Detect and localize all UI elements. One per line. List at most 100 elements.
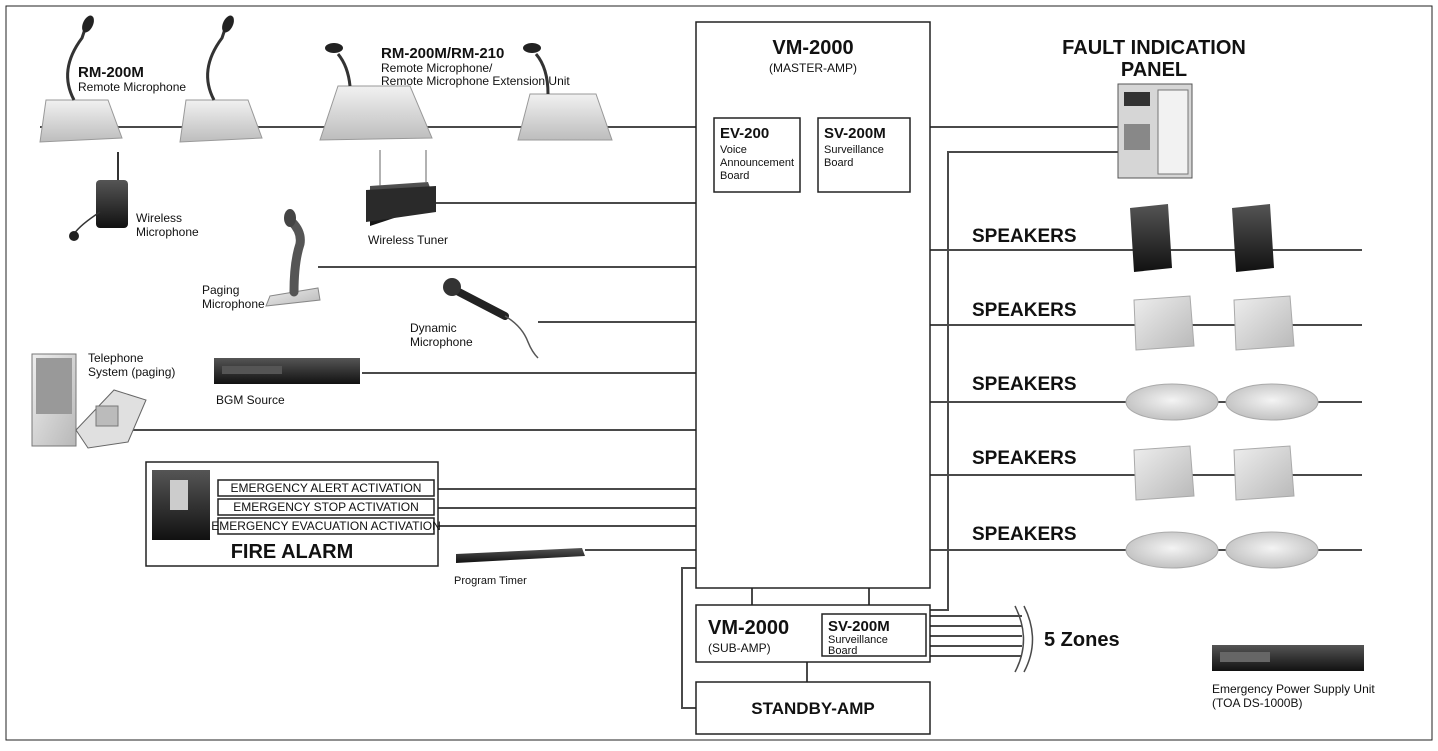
fire-alarm-icon [152,470,210,540]
speakers-label-4: SPEAKERS [972,448,1077,469]
fault-panel-title-1: FAULT INDICATION [1062,37,1246,59]
ceiling-speaker-icon [1125,383,1219,421]
wireless-mic-label-1: Wireless [136,211,182,225]
program-timer-label: Program Timer [454,575,527,587]
sub-amp-subtitle: (SUB-AMP) [708,641,771,655]
sub-amp-title: VM-2000 [708,617,789,639]
standby-amp-label: STANDBY-AMP [751,699,874,718]
fire-alarm-title: FIRE ALARM [231,541,354,563]
zones-label: 5 Zones [1044,629,1120,651]
master-sv200m-model: SV-200M [824,125,886,142]
master-amp-subtitle: (MASTER-AMP) [769,61,857,75]
rm200m-desc-label: Remote Microphone [78,80,186,94]
telephone-system-icon [31,353,147,449]
dynamic-mic-label-2: Microphone [410,335,473,349]
ev200-board-box [713,117,801,193]
paging-mic-label-1: Paging [202,283,239,297]
ceiling-speaker-icon [1225,383,1319,421]
speakers-label-2: SPEAKERS [972,300,1077,321]
ev200-label-1: Voice [720,144,747,156]
master-sv200m-box [817,117,911,193]
alert-activation-label: EMERGENCY ALERT ACTIVATION [231,481,422,495]
sub-sv200m-label-1: Surveillance [828,634,888,646]
mic-head-2 [222,15,234,33]
master-sv200m-label-1: Surveillance [824,144,884,156]
black-speaker-icon [1232,204,1274,272]
telephone-label-1: Telephone [88,351,144,365]
evacuation-activation-box [217,517,435,535]
master-amp-box [695,21,931,589]
standby-loop-line [681,567,696,709]
rm200m-unit-1 [39,15,123,143]
ceiling-speaker-icon [1125,531,1219,569]
gooseneck-1 [66,25,88,101]
rm210-unit-1 [319,43,433,141]
wireless-transmitter [96,180,128,228]
tuner-front [366,186,436,222]
rm210-desc-label-2: Remote Microphone Extension Unit [381,74,570,88]
standby-amp-box [695,681,931,735]
rm210-model-label: RM-200M/RM-210 [381,45,504,62]
paging-stem [287,217,305,297]
dynamic-mic-head [443,278,461,296]
ev200-label-2: Announcement [720,157,794,169]
rm210-desk-1 [319,85,433,141]
rm210-unit-2 [517,43,613,141]
evacuation-activation-label: EMERGENCY EVACUATION ACTIVATION [211,519,441,533]
sub-sv200m-model: SV-200M [828,618,890,635]
wall-speaker-icon [1233,295,1295,351]
stop-activation-label: EMERGENCY STOP ACTIVATION [233,500,419,514]
surveillance-loop-line [930,151,1118,611]
ev200-model: EV-200 [720,125,769,142]
lavalier-clip [69,231,79,241]
stop-activation-box [217,498,435,516]
eps-label-1: Emergency Power Supply Unit [1212,682,1375,696]
bgm-label: BGM Source [216,393,285,407]
mic-head-4 [523,43,541,53]
gooseneck-3 [336,53,352,87]
master-sv200m-label-2: Board [824,157,853,169]
alert-activation-box [217,479,435,497]
master-amp-title: VM-2000 [772,37,853,59]
wall-speaker-icon [1133,445,1195,501]
wall-speaker-icon [1133,295,1195,351]
emergency-power-supply-icon [1212,645,1364,671]
paging-mic-label-2: Microphone [202,297,265,311]
rm210-desc-label-1: Remote Microphone/ [381,61,493,75]
speakers-label-3: SPEAKERS [972,374,1077,395]
fault-panel-title-2: PANEL [1121,59,1187,81]
rm210-desk-2 [517,93,613,141]
wireless-mic-label-2: Microphone [136,225,199,239]
rm200m-desk-1 [39,99,123,143]
ev200-label-3: Board [720,170,749,182]
rm200m-model-label: RM-200M [78,64,144,81]
bgm-tray [222,366,282,374]
dynamic-mic-cable [504,315,539,359]
eps-panel [1220,652,1270,662]
gooseneck-4 [534,53,550,95]
fault-panel-controls [1124,124,1150,150]
wireless-tuner-icon [366,150,436,226]
program-timer-body [456,548,585,563]
zone-break-mark [1014,605,1025,673]
fault-panel-display [1124,92,1150,106]
eps-label-2: (TOA DS-1000B) [1212,696,1302,710]
wireless-tuner-label: Wireless Tuner [368,233,448,247]
speakers-label-5: SPEAKERS [972,524,1077,545]
sub-sv200m-label-2: Board [828,645,857,657]
telephone-rack-panel [36,358,72,414]
program-timer-icon [456,548,585,563]
rm200m-unit-2 [179,15,263,143]
rm200m-desk-2 [179,99,263,143]
dynamic-mic-label-1: Dynamic [410,321,457,335]
paging-microphone-icon [265,209,321,307]
wireless-microphone-icon [69,152,128,241]
bgm-source-icon [214,358,360,384]
diagram-frame [5,5,1433,741]
ceiling-speaker-icon [1225,531,1319,569]
black-speaker-icon [1130,204,1172,272]
zone-break-mark-2 [1023,605,1034,673]
fire-alarm-display [170,480,188,510]
telephone-label-2: System (paging) [88,365,175,379]
fault-panel-indicators [1157,89,1189,175]
